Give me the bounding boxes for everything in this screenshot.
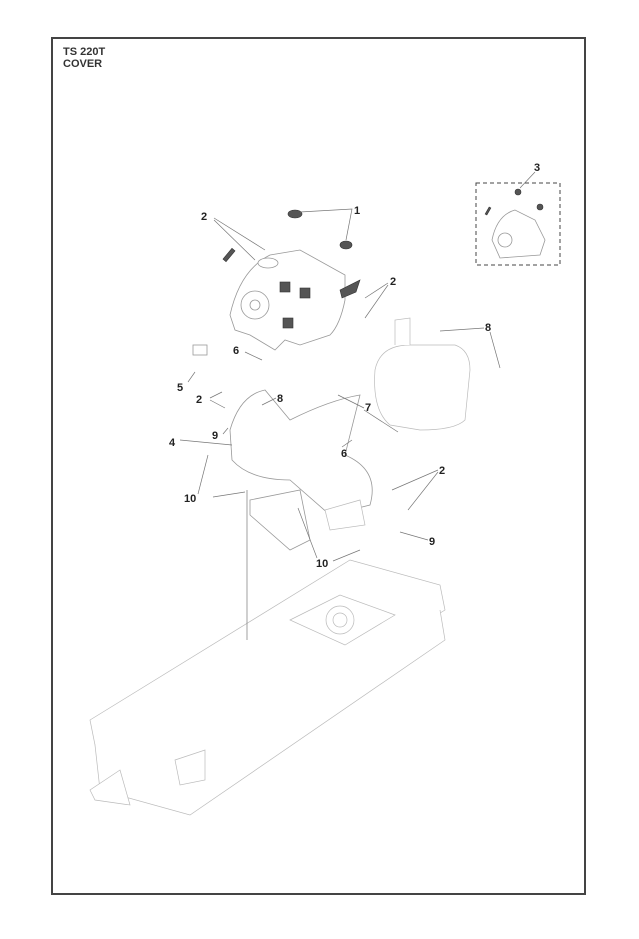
callout-labels: 1 2 2 8 3 6 5 2 8 7 9 4 6 2 9 10 10	[169, 162, 540, 570]
callout-9: 9	[429, 536, 435, 548]
kit-inset-box	[475, 182, 561, 266]
section-name: COVER	[63, 58, 103, 70]
callout-leaders	[179, 171, 536, 562]
plugs	[192, 209, 353, 356]
callout-2: 2	[390, 276, 396, 288]
callout-3: 3	[534, 162, 540, 174]
callout-7: 7	[365, 402, 371, 414]
callout-5: 5	[177, 382, 183, 394]
callout-6: 6	[233, 345, 239, 357]
callout-4: 4	[169, 437, 176, 449]
callout-9: 9	[212, 430, 218, 442]
fuel-tank	[374, 317, 471, 431]
chassis-frame	[89, 559, 446, 816]
diagram-title: TS 220T COVER	[63, 46, 105, 70]
callout-2: 2	[196, 394, 202, 406]
callout-8: 8	[485, 322, 491, 334]
kit-inset-cover	[484, 188, 546, 259]
callout-1: 1	[354, 205, 360, 217]
callout-10: 10	[184, 493, 196, 505]
drawing-frame	[51, 37, 586, 895]
callout-6: 6	[341, 448, 347, 460]
callout-10: 10	[316, 558, 328, 570]
callout-2: 2	[201, 211, 207, 223]
callout-2: 2	[439, 465, 445, 477]
model-name: TS 220T	[63, 46, 106, 58]
lower-cover	[229, 389, 373, 551]
upper-cover	[229, 249, 361, 351]
callout-8: 8	[277, 393, 283, 405]
